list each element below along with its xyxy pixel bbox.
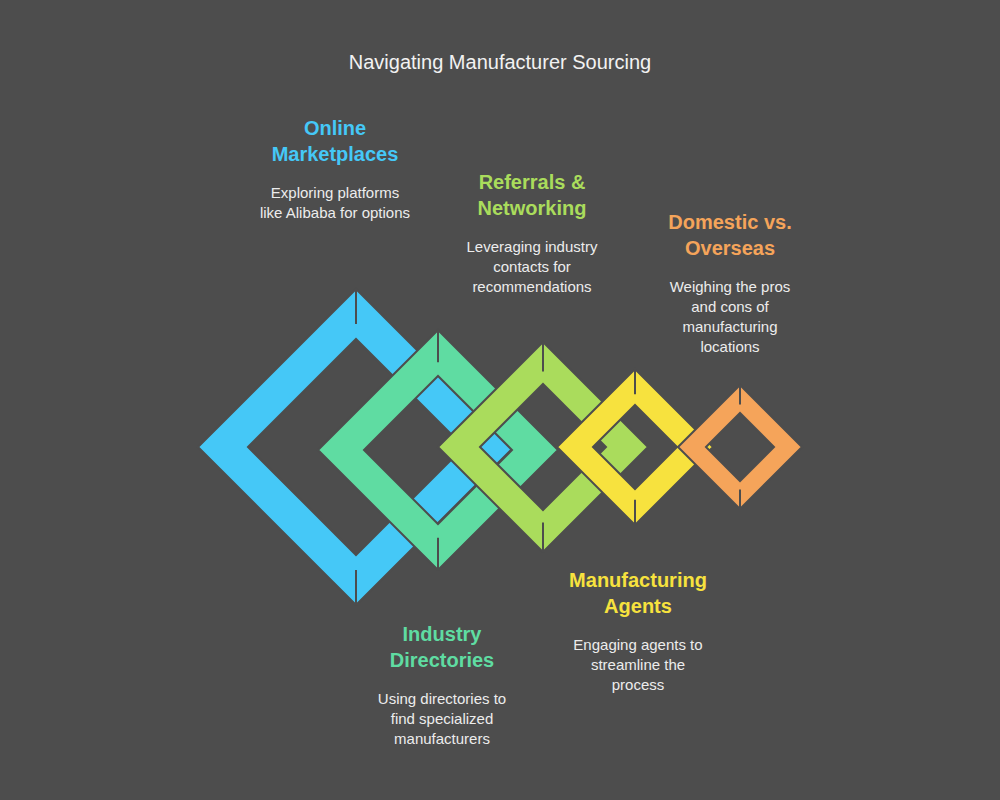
item-heading: Manufacturing Agents [558,567,718,619]
item-label: Online MarketplacesExploring platforms l… [255,115,415,223]
item-description: Leveraging industry contacts for recomme… [455,237,610,297]
chevron-shape [438,342,648,552]
item-label: Referrals & NetworkingLeveraging industr… [452,169,612,297]
chevron-facet [437,330,439,570]
chevron-shape [678,385,802,509]
chevron-facet [634,369,636,525]
item-description: Engaging agents to streamline the proces… [566,635,711,695]
item-heading: Online Marketplaces [255,115,415,167]
chevron-node: Domestic vs. OverseasWeighing the pros a… [678,385,802,509]
chevron-node: Referrals & NetworkingLeveraging industr… [438,342,648,552]
item-label: Industry DirectoriesUsing directories to… [362,621,522,749]
chevron-facet [542,342,544,552]
chevron-band [438,342,648,552]
diagram-title: Navigating Manufacturer Sourcing [0,48,1000,76]
item-heading: Domestic vs. Overseas [650,209,810,261]
item-description: Weighing the pros and cons of manufactur… [660,277,800,357]
chevron-facet [739,385,741,509]
item-description: Using directories to find specialized ma… [365,689,520,749]
chevron-band [678,385,802,509]
item-heading: Industry Directories [362,621,522,673]
item-label: Domestic vs. OverseasWeighing the pros a… [650,209,810,357]
item-label: Manufacturing AgentsEngaging agents to s… [558,567,718,695]
item-heading: Referrals & Networking [452,169,612,221]
item-description: Exploring platforms like Alibaba for opt… [258,183,413,223]
